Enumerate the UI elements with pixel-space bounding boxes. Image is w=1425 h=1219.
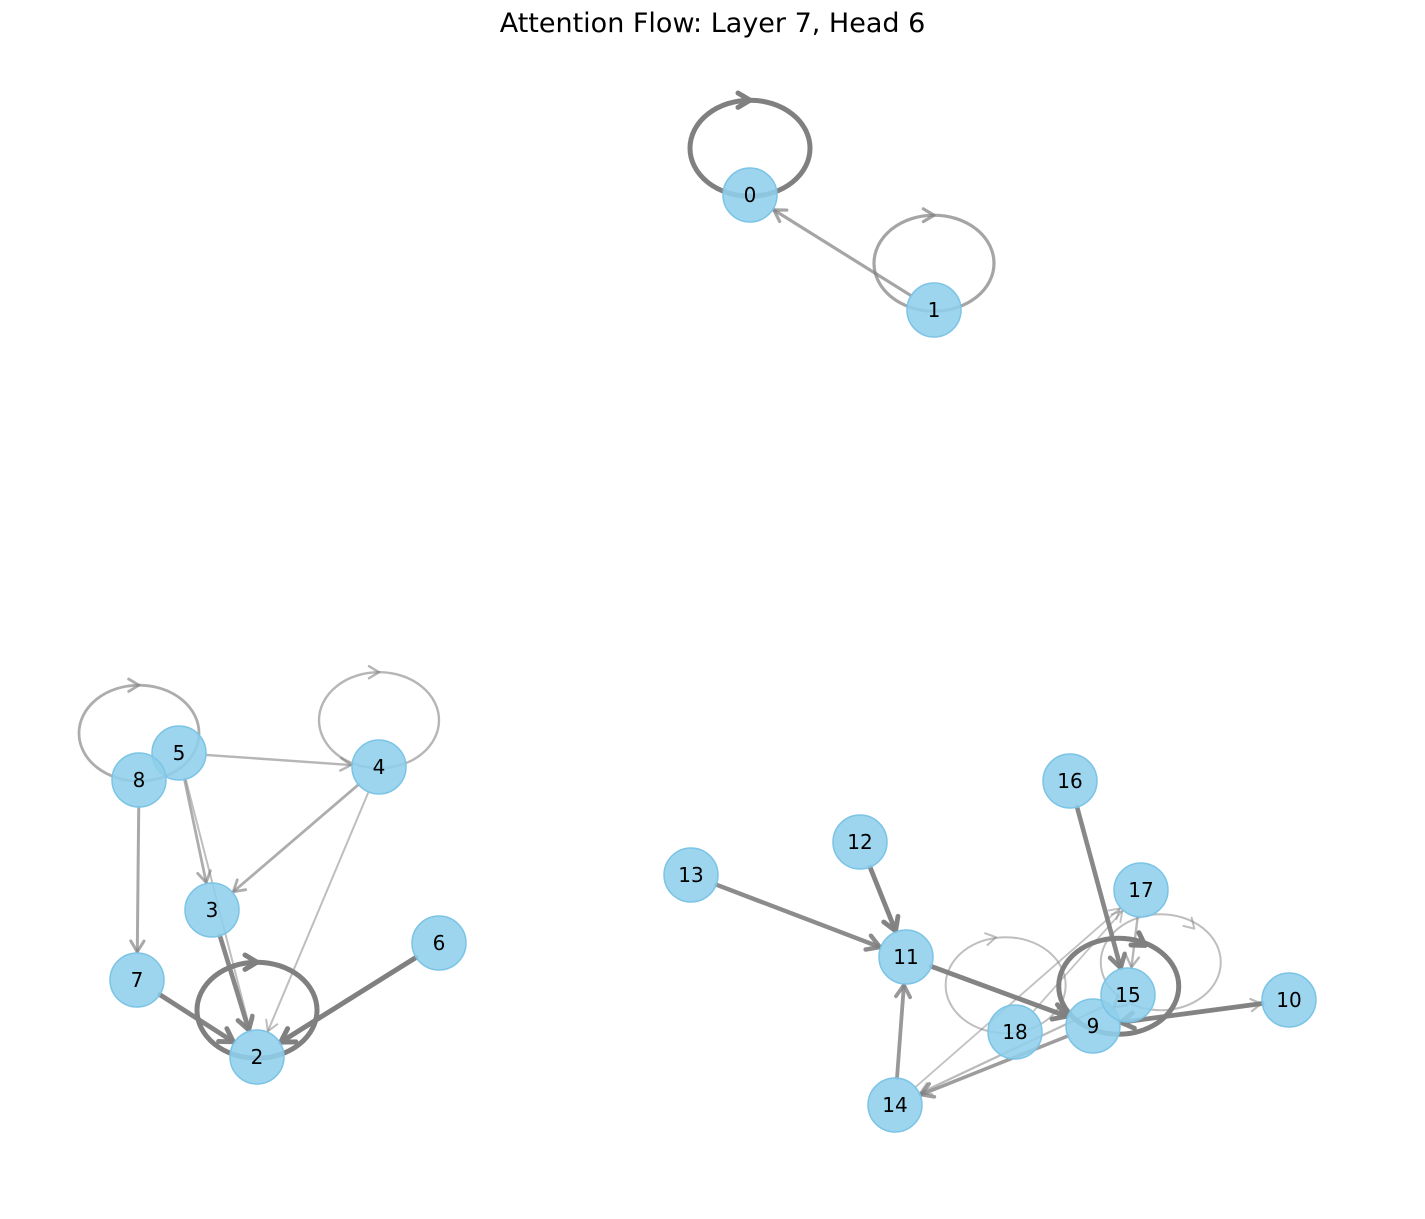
node-7: 7 bbox=[109, 952, 165, 1008]
edge-14-to-17 bbox=[914, 907, 1121, 1089]
node-12: 12 bbox=[832, 814, 888, 870]
node-circle bbox=[411, 915, 467, 971]
edge-14-to-11 bbox=[894, 983, 913, 1080]
edge-3-to-2 bbox=[217, 933, 255, 1033]
node-label: 6 bbox=[433, 931, 446, 955]
edge-17-to-15 bbox=[1125, 915, 1141, 969]
node-5: 5 bbox=[151, 725, 207, 781]
node-label: 17 bbox=[1128, 878, 1153, 902]
node-8: 8 bbox=[111, 752, 167, 808]
edge-8-to-7 bbox=[129, 805, 146, 954]
edge-1-to-0 bbox=[772, 208, 913, 298]
node-circle bbox=[1113, 862, 1169, 918]
node-circle bbox=[111, 752, 167, 808]
edge-4-to-3 bbox=[231, 783, 360, 894]
node-label: 5 bbox=[173, 741, 186, 765]
node-label: 3 bbox=[206, 898, 219, 922]
node-17: 17 bbox=[1113, 862, 1169, 918]
node-label: 16 bbox=[1057, 769, 1082, 793]
node-label: 4 bbox=[373, 755, 386, 779]
edges-layer bbox=[77, 90, 1265, 1099]
node-10: 10 bbox=[1261, 972, 1317, 1028]
node-circle bbox=[722, 167, 778, 223]
edge-11-to-9 bbox=[928, 963, 1070, 1022]
node-15: 15 bbox=[1100, 967, 1156, 1023]
node-label: 13 bbox=[678, 863, 703, 887]
edge-5-to-4 bbox=[204, 753, 353, 772]
node-label: 15 bbox=[1115, 983, 1140, 1007]
edge-12-to-11 bbox=[867, 864, 901, 934]
node-4: 4 bbox=[351, 739, 407, 795]
node-2: 2 bbox=[229, 1029, 285, 1085]
edge-7-to-2 bbox=[157, 992, 236, 1045]
node-3: 3 bbox=[184, 882, 240, 938]
edge-5-to-3 bbox=[183, 778, 212, 884]
node-circle bbox=[867, 1077, 923, 1133]
edge-6-to-2 bbox=[278, 954, 419, 1045]
node-13: 13 bbox=[663, 847, 719, 903]
node-6: 6 bbox=[411, 915, 467, 971]
node-circle bbox=[229, 1029, 285, 1085]
chart-title: Attention Flow: Layer 7, Head 6 bbox=[499, 8, 926, 39]
node-label: 2 bbox=[251, 1045, 264, 1069]
node-label: 9 bbox=[1087, 1014, 1100, 1038]
edge-13-to-11 bbox=[714, 882, 883, 952]
node-label: 18 bbox=[1002, 1020, 1027, 1044]
node-11: 11 bbox=[878, 929, 934, 985]
node-1: 1 bbox=[906, 282, 962, 338]
node-label: 11 bbox=[893, 945, 918, 969]
node-18: 18 bbox=[987, 1004, 1043, 1060]
node-label: 0 bbox=[744, 183, 757, 207]
node-circle bbox=[663, 847, 719, 903]
node-circle bbox=[832, 814, 888, 870]
edge-18-to-17 bbox=[1032, 910, 1124, 1013]
node-circle bbox=[1100, 967, 1156, 1023]
node-circle bbox=[109, 952, 165, 1008]
node-label: 7 bbox=[131, 968, 144, 992]
node-label: 12 bbox=[847, 830, 872, 854]
node-label: 8 bbox=[133, 768, 146, 792]
node-label: 1 bbox=[928, 298, 941, 322]
node-circle bbox=[1042, 753, 1098, 809]
node-circle bbox=[987, 1004, 1043, 1060]
node-circle bbox=[906, 282, 962, 338]
node-label: 10 bbox=[1276, 988, 1301, 1012]
node-label: 14 bbox=[882, 1093, 907, 1117]
edge-15-to-15 bbox=[1099, 913, 1222, 1012]
node-14: 14 bbox=[867, 1077, 923, 1133]
edge-9-to-10 bbox=[1118, 997, 1263, 1024]
node-circle bbox=[151, 725, 207, 781]
edge-9-to-14 bbox=[919, 1034, 1070, 1099]
node-0: 0 bbox=[722, 167, 778, 223]
edge-16-to-15 bbox=[1074, 804, 1127, 971]
node-circle bbox=[351, 739, 407, 795]
node-circle bbox=[1261, 972, 1317, 1028]
node-circle bbox=[878, 929, 934, 985]
node-16: 16 bbox=[1042, 753, 1098, 809]
node-circle bbox=[184, 882, 240, 938]
edge-4-to-2 bbox=[265, 790, 370, 1033]
